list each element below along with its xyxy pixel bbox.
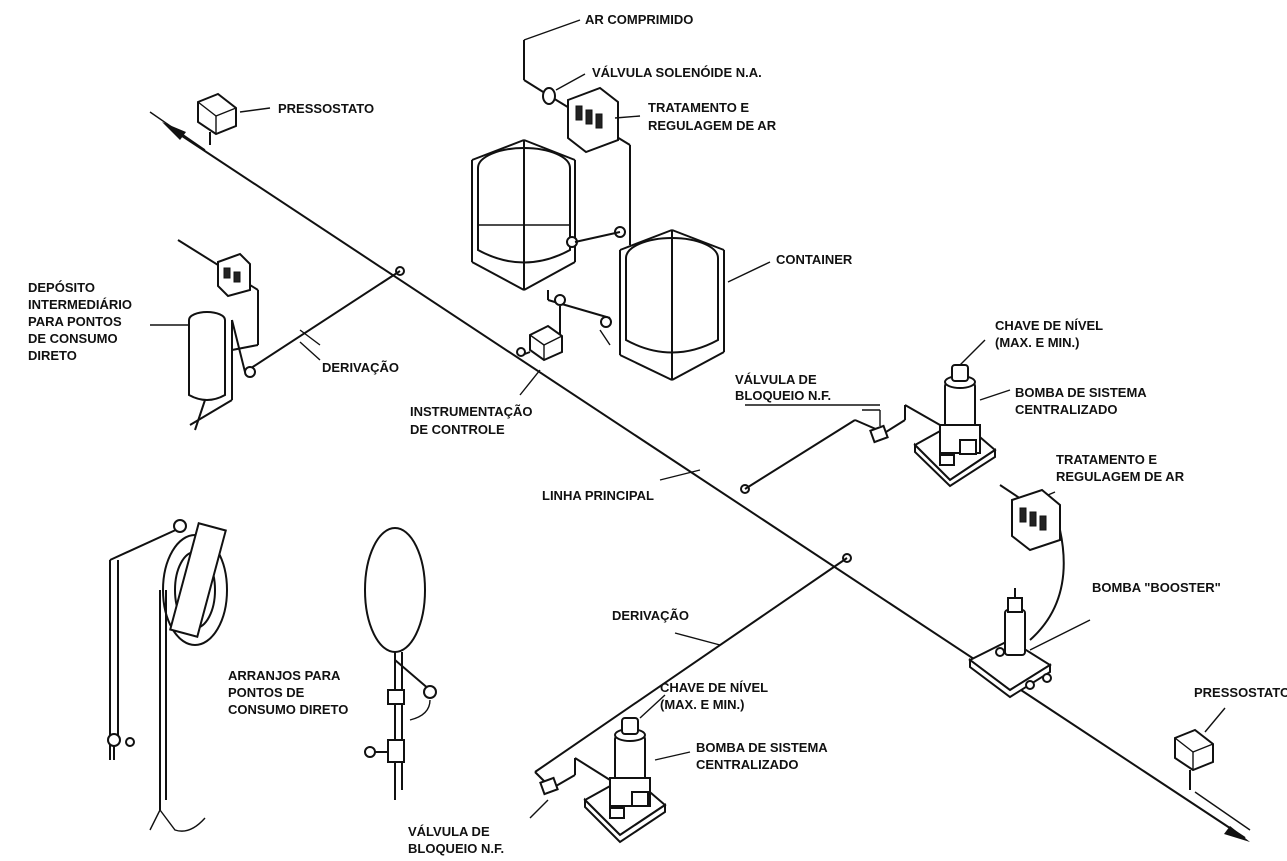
branch-top (231, 270, 401, 373)
label-chave-nivel-2-line2: (MAX. E MIN.) (660, 697, 745, 712)
label-valvula-bloqueio-2-line1: VÁLVULA DE (408, 824, 490, 839)
label-pressostato-top: PRESSOSTATO (278, 101, 374, 116)
pressure-switch-top (197, 92, 271, 145)
main-line (149, 111, 1251, 842)
centralized-pump-lower (583, 694, 691, 844)
pressure-switch-bottom (1174, 707, 1226, 790)
label-tratamento-2-line1: TRATAMENTO E (1056, 452, 1157, 467)
container-left (471, 139, 578, 291)
label-arranjos-line1: ARRANJOS PARA (228, 668, 341, 683)
label-tratamento-2-line2: REGULAGEM DE AR (1056, 469, 1185, 484)
label-arranjos-line2: PONTOS DE (228, 685, 305, 700)
label-derivacao-bottom: DERIVAÇÃO (612, 608, 689, 623)
label-ar-comprimido: AR COMPRIMIDO (585, 12, 693, 27)
label-bomba-sistema-2-line2: CENTRALIZADO (696, 757, 799, 772)
label-deposito-line3: PARA PONTOS (28, 314, 122, 329)
label-valvula-bloqueio-1-line2: BLOQUEIO N.F. (735, 388, 831, 403)
label-arranjos-line3: CONSUMO DIRETO (228, 702, 348, 717)
label-container: CONTAINER (776, 252, 853, 267)
hose-loop-arrangement (364, 527, 437, 800)
container-leader (599, 329, 611, 346)
label-linha-principal: LINHA PRINCIPAL (542, 488, 654, 503)
label-bomba-sistema-1-line1: BOMBA DE SISTEMA (1015, 385, 1147, 400)
label-instrumentacao-line2: DE CONTROLE (410, 422, 505, 437)
label-chave-nivel-1-line1: CHAVE DE NÍVEL (995, 318, 1103, 333)
branch-pump-upper (744, 404, 941, 490)
label-valvula-bloqueio-1-line1: VÁLVULA DE (735, 372, 817, 387)
branch-lower (529, 557, 848, 819)
label-pressostato-bottom: PRESSOSTATO (1194, 685, 1287, 700)
label-instrumentacao-line1: INSTRUMENTAÇÃO (410, 404, 533, 419)
label-tratamento-1-line2: REGULAGEM DE AR (648, 118, 777, 133)
control-instrumentation (519, 324, 563, 396)
label-bomba-booster: BOMBA "BOOSTER" (1092, 580, 1221, 595)
label-bomba-sistema-2-line1: BOMBA DE SISTEMA (696, 740, 828, 755)
label-valvula-solenoide: VÁLVULA SOLENÓIDE N.A. (592, 65, 762, 80)
intermediate-reservoir (150, 239, 259, 431)
label-chave-nivel-1-line2: (MAX. E MIN.) (995, 335, 1080, 350)
label-bomba-sistema-1-line2: CENTRALIZADO (1015, 402, 1118, 417)
label-deposito-line5: DIRETO (28, 348, 77, 363)
air-supply-top (523, 19, 641, 245)
label-chave-nivel-2-line1: CHAVE DE NÍVEL (660, 680, 768, 695)
centralized-pump-upper (913, 339, 1011, 488)
label-tratamento-1-line1: TRATAMENTO E (648, 100, 749, 115)
label-deposito-line4: DE CONSUMO (28, 331, 118, 346)
container-right (614, 226, 771, 381)
label-deposito-line1: DEPÓSITO (28, 280, 95, 295)
main-line-leader (659, 469, 701, 481)
derivacao-top-leader (299, 341, 321, 361)
label-deposito-line2: INTERMEDIÁRIO (28, 297, 132, 312)
booster-pump (968, 588, 1091, 699)
air-treatment-lower (999, 484, 1065, 641)
hose-reel-arrangement (107, 519, 228, 832)
label-valvula-bloqueio-2-line2: BLOQUEIO N.F. (408, 841, 504, 856)
label-derivacao-top: DERIVAÇÃO (322, 360, 399, 375)
